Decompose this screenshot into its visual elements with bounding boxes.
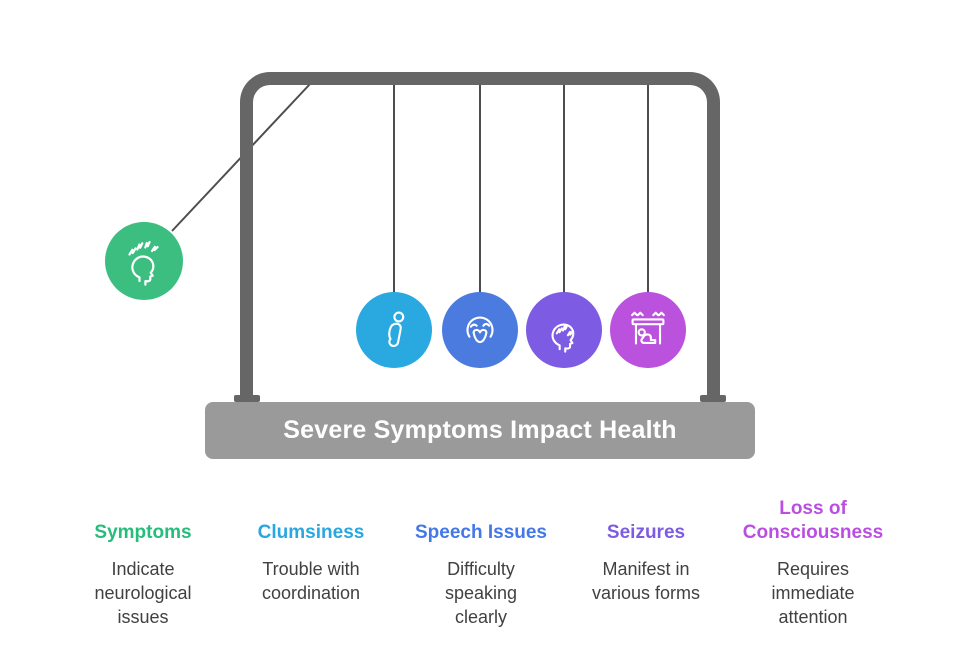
column-heading-label: Clumsiness: [257, 522, 365, 543]
frame-foot-right: [700, 395, 726, 402]
column-heading: Clumsiness: [216, 487, 406, 545]
column-description: Trouble with coordination: [261, 559, 361, 603]
ball-clumsiness: [356, 292, 432, 368]
cradle-frame: [240, 72, 720, 396]
column-seizures: Seizures Manifest in various forms: [551, 487, 741, 605]
ball-speech-issues: [442, 292, 518, 368]
diagram-title: Severe Symptoms Impact Health: [283, 416, 677, 444]
column-description: Manifest in various forms: [591, 559, 701, 603]
column-symptoms: Symptoms Indicate neurological issues: [48, 487, 238, 629]
column-heading: Loss of Consciousness: [718, 487, 908, 545]
slurred-speech-face-icon: [466, 316, 494, 344]
column-speech-issues: Speech Issues Difficulty speaking clearl…: [386, 487, 576, 629]
column-description: Requires immediate attention: [771, 559, 855, 627]
column-clumsiness: Clumsiness Trouble with coordination: [216, 487, 406, 605]
person-under-table-icon: [631, 311, 665, 345]
base-title-bar: Severe Symptoms Impact Health: [205, 402, 755, 459]
ball-symptoms: [105, 222, 183, 300]
column-description: Indicate neurological issues: [94, 559, 192, 627]
seizure-head-icon: [551, 323, 575, 353]
column-heading: Seizures: [551, 487, 741, 545]
column-heading-label: Speech Issues: [414, 522, 548, 543]
headache-head-with-lightning-icon: [128, 240, 159, 286]
ball-loss-of-consciousness: [610, 292, 686, 368]
column-loss-of-consciousness: Loss of Consciousness Requires immediate…: [718, 487, 908, 629]
column-heading: Symptoms: [48, 487, 238, 545]
frame-foot-left: [234, 395, 260, 402]
column-heading: Speech Issues: [386, 487, 576, 545]
stumbling-person-icon: [388, 311, 405, 347]
column-heading-label: Symptoms: [94, 522, 192, 543]
column-description: Difficulty speaking clearly: [444, 559, 518, 627]
column-heading-label: Loss of Consciousness: [742, 498, 884, 543]
ball-seizures: [526, 292, 602, 368]
column-heading-label: Seizures: [606, 522, 686, 543]
